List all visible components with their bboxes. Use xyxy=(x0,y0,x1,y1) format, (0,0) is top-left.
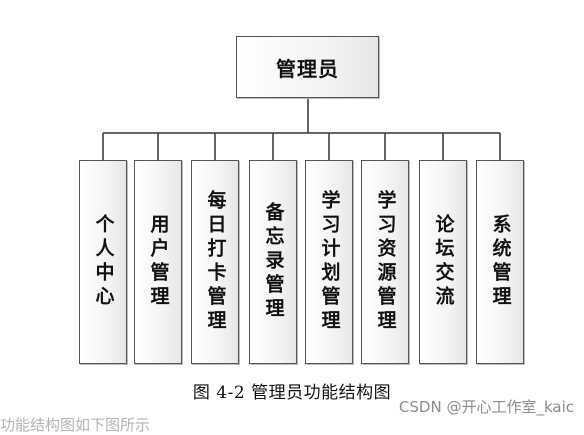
partial-body-text: 功能结构图如下图所示 xyxy=(0,416,151,434)
child-node-memo-management: 备忘录管理 xyxy=(249,160,297,364)
child-node-label: 系统管理 xyxy=(489,214,512,310)
child-node-label: 用户管理 xyxy=(147,214,170,310)
child-node-label: 个人中心 xyxy=(92,214,115,310)
child-node-label: 每日打卡管理 xyxy=(204,190,227,334)
child-node-study-plan-management: 学习计划管理 xyxy=(305,160,353,364)
root-node: 管理员 xyxy=(236,36,379,98)
child-node-user-management: 用户管理 xyxy=(134,160,182,364)
child-node-personal-center: 个人中心 xyxy=(79,160,127,364)
child-node-label: 论坛交流 xyxy=(432,214,455,310)
child-node-system-management: 系统管理 xyxy=(476,160,524,364)
child-node-label: 备忘录管理 xyxy=(262,202,285,322)
child-node-label: 学习资源管理 xyxy=(374,190,397,334)
figure-caption: 图 4-2 管理员功能结构图 xyxy=(192,383,392,403)
structure-diagram: 管理员 个人中心 用户管理 每日打卡管理 备忘录管理 学习计划管理 学习资源管理… xyxy=(0,36,574,434)
child-node-daily-checkin-management: 每日打卡管理 xyxy=(191,160,239,364)
watermark: CSDN @开心工作室_kaic xyxy=(398,398,574,416)
root-node-label: 管理员 xyxy=(276,56,339,81)
connector-lines xyxy=(102,98,501,160)
child-node-label: 学习计划管理 xyxy=(318,190,341,334)
child-node-study-resource-management: 学习资源管理 xyxy=(361,160,409,364)
child-node-forum: 论坛交流 xyxy=(419,160,467,364)
